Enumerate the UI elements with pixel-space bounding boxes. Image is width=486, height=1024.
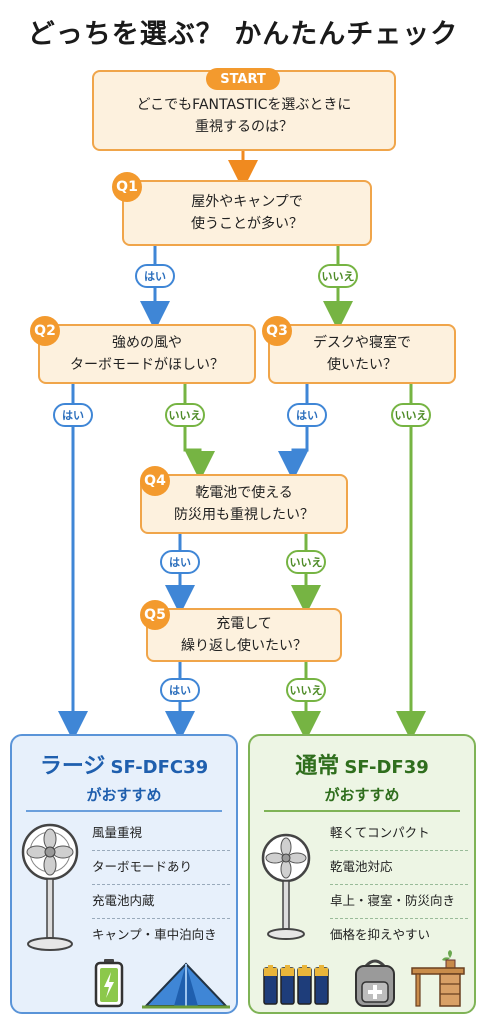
result-large-feature: キャンプ・車中泊向き [92, 927, 217, 942]
result-large-card: ラージ SF-DFC39 がおすすめ 風量重視 ターボモードあり 充電池内蔵 キ… [10, 734, 238, 1014]
result-normal-feature: 卓上・寝室・防災向き [330, 884, 468, 919]
stand-fan-icon [261, 833, 311, 940]
question-3-box: デスクや寝室で 使いたい？ [268, 324, 456, 384]
q2-no-bubble: いいえ [165, 403, 205, 427]
question-4-line1: 乾電池で使える [195, 485, 293, 501]
result-normal-divider [264, 810, 460, 812]
q4-no-bubble: いいえ [286, 550, 326, 574]
tent-icon [142, 962, 230, 1009]
result-large-feature: 風量重視 [92, 816, 230, 851]
result-large-name: ラージ [39, 754, 106, 779]
result-normal-feature: 価格を抑えやすい [330, 927, 431, 942]
question-3-badge: Q3 [262, 316, 292, 346]
question-4-box: 乾電池で使える 防災用も重視したい？ [140, 474, 348, 534]
question-2-box: 強めの風や ターボモードがほしい？ [38, 324, 256, 384]
question-1-box: 屋外やキャンプで 使うことが多い？ [122, 180, 372, 246]
emergency-backpack-icon [355, 959, 395, 1007]
q1-yes-bubble: はい [135, 264, 175, 288]
q2-yes-bubble: はい [53, 403, 93, 427]
question-5-badge: Q5 [140, 600, 170, 630]
question-1-line1: 屋外やキャンプで [191, 194, 303, 210]
question-2-line1: 強めの風や [112, 335, 182, 351]
start-badge: START [206, 68, 280, 90]
result-normal-name: 通常 [295, 754, 340, 779]
result-normal-model: SF-DF39 [344, 757, 429, 778]
question-3-line2: 使いたい？ [327, 357, 397, 373]
result-large-feature: ターボモードあり [92, 850, 230, 885]
q4-yes-bubble: はい [160, 550, 200, 574]
question-5-line2: 繰り返し使いたい？ [181, 638, 307, 654]
q5-yes-bubble: はい [160, 678, 200, 702]
dry-batteries-icon [263, 965, 329, 1005]
question-5-box: 充電して 繰り返し使いたい？ [146, 608, 342, 662]
result-normal-card: 通常 SF-DF39 がおすすめ 軽くてコンパクト 乾電池対応 卓上・寝室・防災… [248, 734, 476, 1014]
result-large-feature: 充電池内蔵 [92, 884, 230, 919]
question-1-line2: 使うことが多い？ [191, 216, 303, 232]
result-normal-feature: 乾電池対応 [330, 850, 468, 885]
question-2-badge: Q2 [30, 316, 60, 346]
q5-no-bubble: いいえ [286, 678, 326, 702]
result-large-divider [26, 810, 222, 812]
start-text-line2: 重視するのは？ [195, 118, 293, 135]
stand-fan-icon [21, 823, 79, 951]
q3-yes-bubble: はい [287, 403, 327, 427]
question-3-line1: デスクや寝室で [313, 335, 411, 351]
result-large-model: SF-DFC39 [110, 757, 209, 778]
question-4-badge: Q4 [140, 466, 170, 496]
question-4-line2: 防災用も重視したい？ [174, 507, 314, 523]
page-title: どっちを選ぶ？ かんたんチェック [27, 19, 459, 50]
question-2-line2: ターボモードがほしい？ [70, 357, 224, 373]
q3-no-bubble: いいえ [391, 403, 431, 427]
question-5-line1: 充電して [216, 616, 272, 632]
battery-charge-icon [94, 959, 124, 1008]
question-1-badge: Q1 [112, 172, 142, 202]
q1-no-bubble: いいえ [318, 264, 358, 288]
start-text-line1: どこでもFANTASTICを選ぶときに [136, 96, 352, 113]
desk-icon [411, 950, 465, 1007]
result-normal-feature: 軽くてコンパクト [330, 816, 468, 851]
result-large-subtitle: がおすすめ [86, 786, 162, 804]
result-normal-subtitle: がおすすめ [324, 786, 400, 804]
